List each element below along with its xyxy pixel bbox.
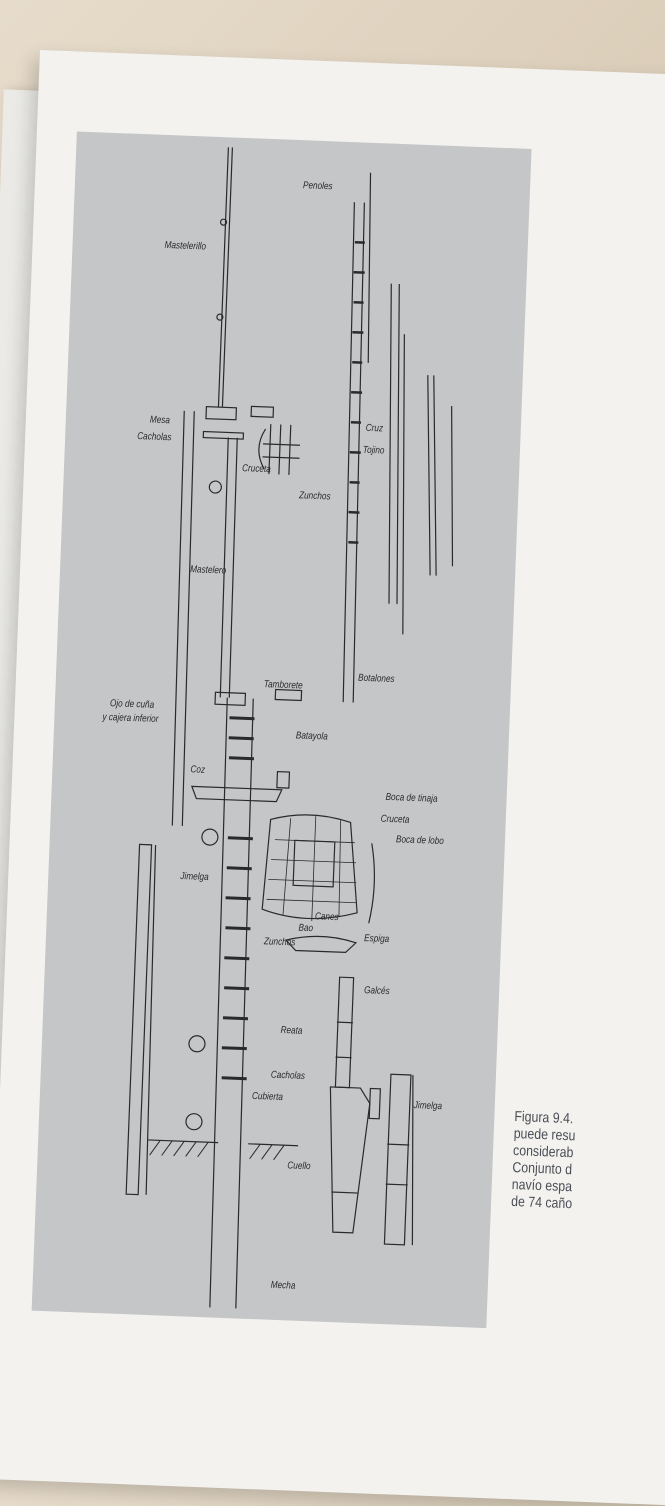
label-zunchos-top: Zunchos xyxy=(299,490,331,502)
label-jimelga-left: Jimelga xyxy=(180,871,209,883)
label-ojo-de-cuna: Ojo de cuña xyxy=(110,698,155,711)
label-mecha: Mecha xyxy=(271,1280,296,1292)
label-cruz: Cruz xyxy=(366,423,384,435)
label-zunchos-mid: Zunchos xyxy=(264,936,296,948)
label-boca-de-lobo: Boca de lobo xyxy=(396,834,444,847)
label-penoles: Penoles xyxy=(303,180,333,192)
label-tamborete: Tamborete xyxy=(264,679,303,691)
label-mesa: Mesa xyxy=(150,414,170,426)
label-espiga: Espiga xyxy=(364,933,389,945)
label-boca-de-tinaja: Boca de tinaja xyxy=(385,792,437,805)
label-cacholas-top: Cacholas xyxy=(137,431,172,443)
mast-illustration-plate: Penoles Mastelerillo Mesa Cacholas Cruce… xyxy=(32,131,532,1328)
book-page: Penoles Mastelerillo Mesa Cacholas Cruce… xyxy=(0,50,665,1506)
label-coz: Coz xyxy=(190,764,205,776)
figure-caption: Figura 9.4. puede resu considerab Conjun… xyxy=(511,1109,665,1217)
label-mastelerillo: Mastelerillo xyxy=(164,240,206,253)
label-cruceta-top: Cruceta xyxy=(242,463,271,475)
mast-drawing xyxy=(32,131,532,1328)
label-botalones: Botalones xyxy=(358,673,395,685)
label-reata: Reata xyxy=(280,1025,302,1037)
label-cacholas-bottom: Cacholas xyxy=(271,1070,306,1082)
label-galces: Galcés xyxy=(364,985,390,997)
label-batayola: Batayola xyxy=(296,730,328,742)
label-jimelga-right: Jimelga xyxy=(414,1100,443,1112)
label-tojino: Tojino xyxy=(363,445,385,457)
label-cajera-inferior: y cajera inferior xyxy=(102,712,158,725)
label-cuello: Cuello xyxy=(287,1160,311,1172)
label-bao: Bao xyxy=(298,923,313,935)
label-canes: Canes xyxy=(315,911,339,923)
label-cruceta-mid: Cruceta xyxy=(381,814,410,826)
label-mastelero: Mastelero xyxy=(190,564,226,576)
label-cubierta: Cubierta xyxy=(252,1091,283,1103)
